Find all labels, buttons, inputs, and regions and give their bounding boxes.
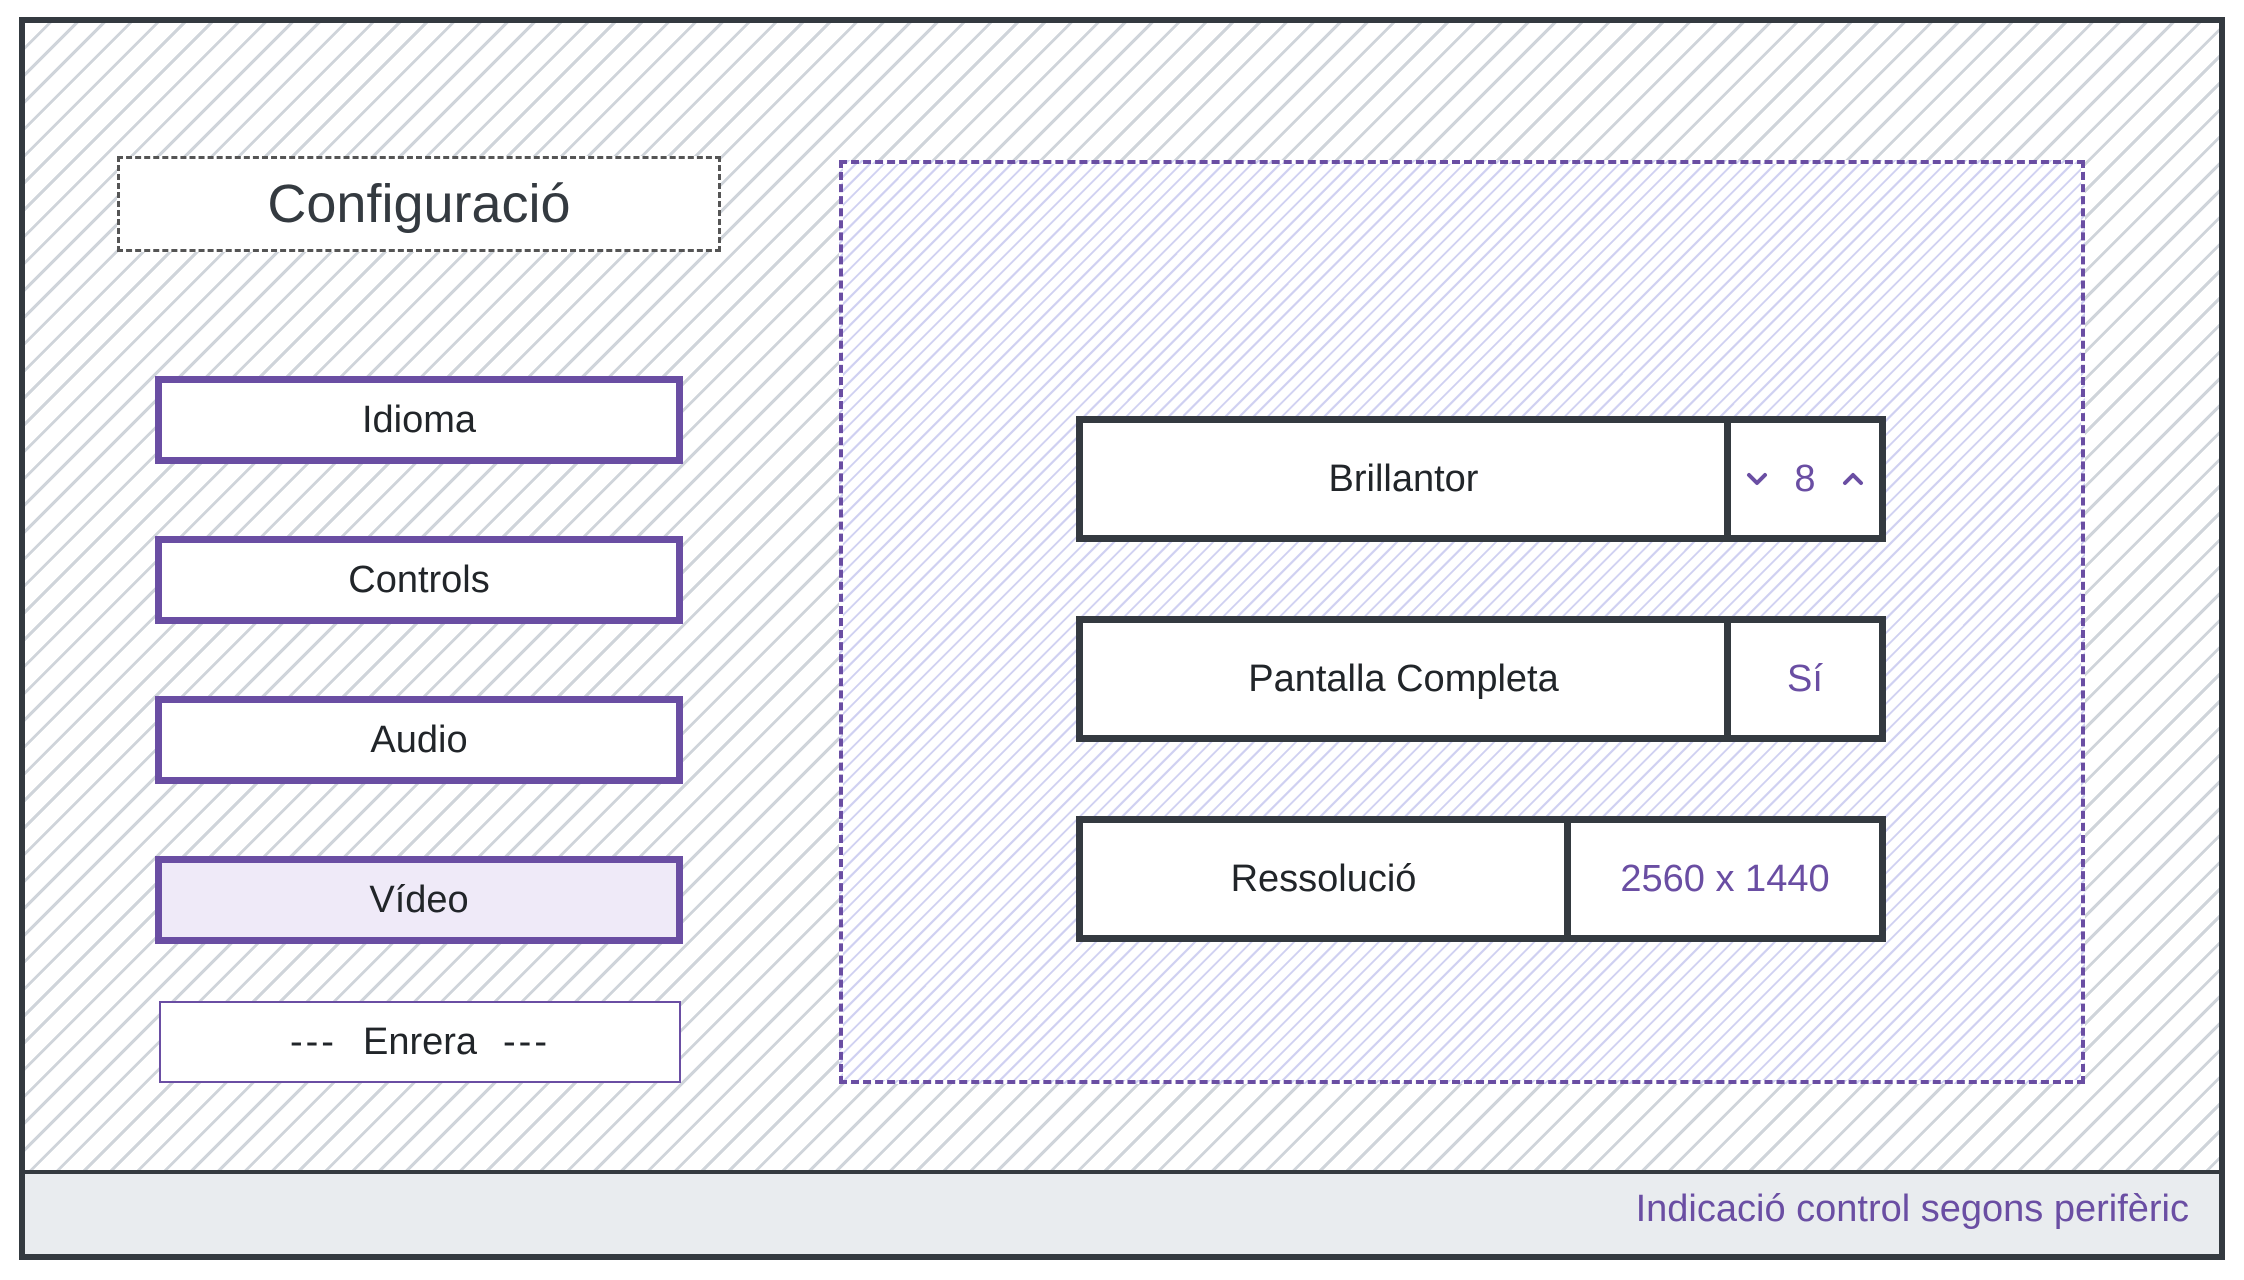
resolution-label: Ressolució [1230, 857, 1417, 900]
brightness-stepper[interactable]: 8 [1724, 423, 1879, 535]
input-hint-text: Indicació control segons perifèric [1635, 1188, 2189, 1230]
brightness-label: Brillantor [1328, 457, 1479, 500]
setting-row-brightness: Brillantor 8 [1076, 416, 1886, 542]
back-dash-right: --- [503, 1020, 550, 1063]
setting-row-resolution: Ressolució 2560 x 1440 [1076, 816, 1886, 942]
brightness-value: 8 [1794, 457, 1816, 500]
menu-button-idioma[interactable]: Idioma [155, 376, 683, 464]
page-title: Configuració [117, 156, 721, 252]
footer-bar: Indicació control segons perifèric [25, 1170, 2219, 1254]
menu-button-controls[interactable]: Controls [155, 536, 683, 624]
menu-button-video[interactable]: Vídeo [155, 856, 683, 944]
back-button-label: Enrera [362, 1020, 478, 1063]
setting-row-fullscreen: Pantalla Completa Sí [1076, 616, 1886, 742]
menu-button-audio[interactable]: Audio [155, 696, 683, 784]
fullscreen-label: Pantalla Completa [1248, 657, 1559, 700]
back-dash-left: --- [290, 1020, 337, 1063]
fullscreen-toggle[interactable]: Sí [1724, 623, 1879, 735]
back-button[interactable]: --- Enrera --- [159, 1001, 681, 1083]
chevron-up-icon[interactable] [1838, 464, 1868, 494]
chevron-down-icon[interactable] [1742, 464, 1772, 494]
resolution-select[interactable]: 2560 x 1440 [1564, 823, 1879, 935]
